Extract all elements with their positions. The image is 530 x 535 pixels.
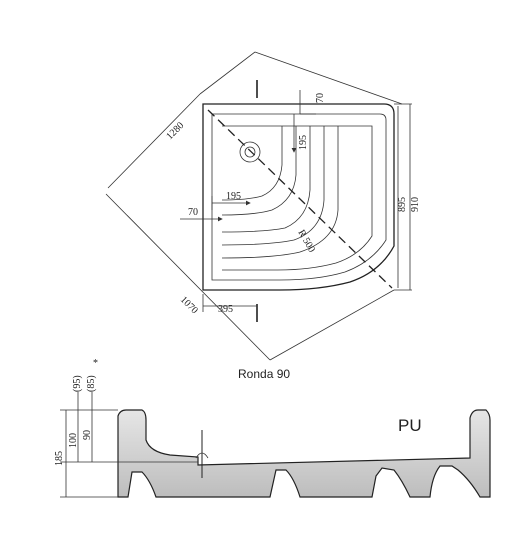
asterisk-note: *	[93, 358, 98, 369]
dim-1280: 1280	[164, 120, 186, 142]
model-caption: Ronda 90	[238, 367, 290, 381]
tray-cross-section	[117, 409, 491, 498]
step-ring-5	[221, 126, 297, 216]
material-label: PU	[398, 416, 422, 435]
dim-r500: R 500	[295, 228, 317, 254]
dim-195-vertical: 195	[298, 135, 309, 150]
dim-895: 895	[397, 197, 408, 212]
step-ring-3	[221, 126, 325, 246]
dim-70-top: 70	[315, 93, 326, 103]
step-ring-1	[222, 125, 373, 271]
top-view: 1280 1070 70 195 195 70 R 500 895 910 39…	[105, 51, 421, 361]
dim-395: 395	[218, 304, 233, 315]
dim-910: 910	[410, 197, 421, 212]
step-ring-6	[221, 126, 283, 201]
dim-85-optional: (85)	[86, 375, 97, 392]
drain-outer	[239, 141, 261, 163]
step-ring-4	[221, 126, 311, 233]
section-view: 185 100 90 (95) (85) * PU	[54, 358, 491, 498]
diagonal-centerline	[207, 109, 393, 289]
dim-95-optional: (95)	[72, 375, 83, 392]
dim-1070: 1070	[178, 294, 200, 316]
dim-70-inner: 70	[188, 207, 198, 218]
drain-inner	[244, 146, 256, 158]
dim-195-horizontal: 195	[226, 191, 241, 202]
dim-100: 100	[68, 433, 79, 448]
dim-90: 90	[82, 430, 93, 440]
step-ring-2	[221, 126, 339, 259]
tray-inner-basin	[211, 113, 387, 281]
dim-185: 185	[54, 451, 65, 466]
